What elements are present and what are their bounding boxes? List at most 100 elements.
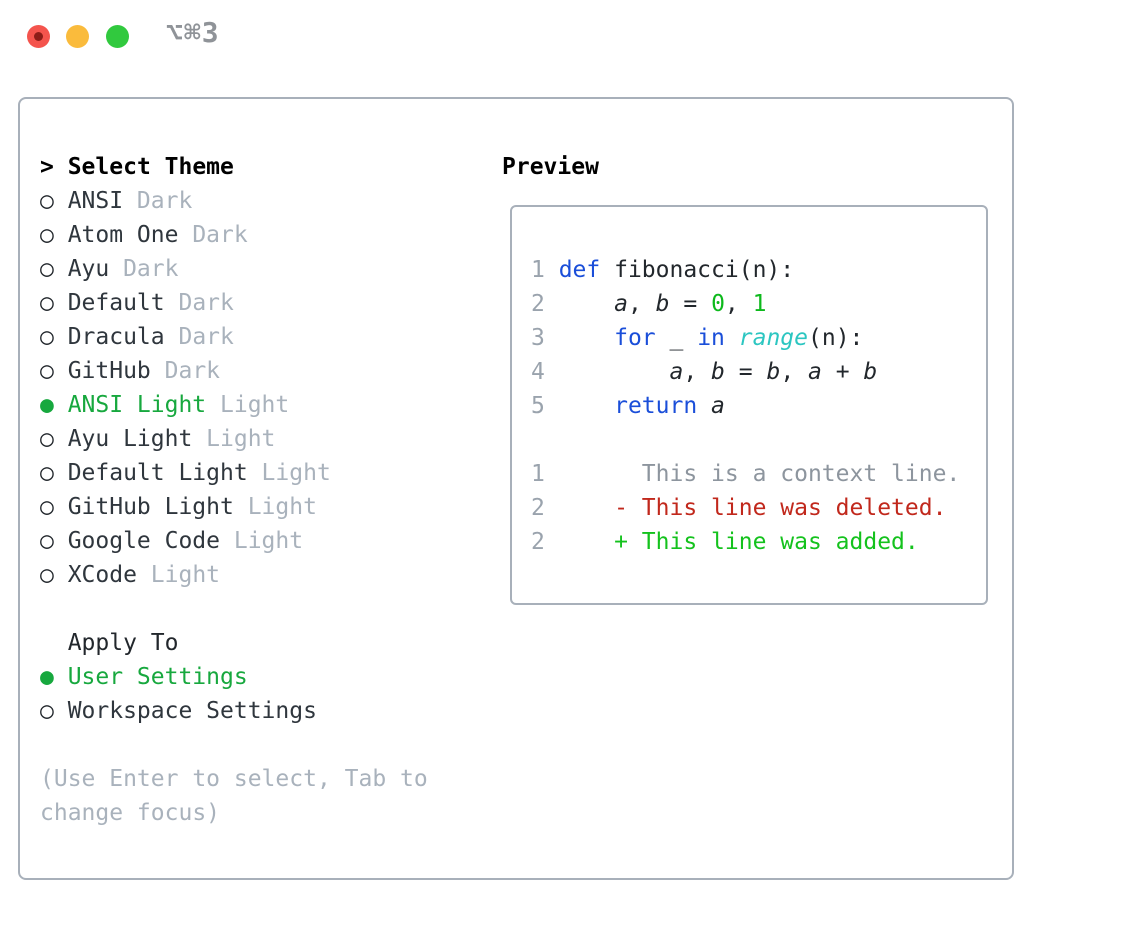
option-label: ANSI Light xyxy=(67,392,207,418)
code-token xyxy=(559,393,614,419)
code-token: + xyxy=(821,359,864,385)
theme-option[interactable]: ○ XCode Light xyxy=(40,558,331,592)
theme-option[interactable]: ○ GitHub Light Light xyxy=(40,490,331,524)
code-token: a xyxy=(711,393,725,419)
code-token: = xyxy=(724,359,767,385)
option-label: GitHub Light xyxy=(67,494,234,520)
minimize-button[interactable] xyxy=(66,25,89,48)
option-variant: Dark xyxy=(178,222,248,248)
code-token: a xyxy=(808,359,822,385)
theme-option[interactable]: ○ GitHub Dark xyxy=(40,354,331,388)
code-token: , xyxy=(683,359,712,385)
code-token: _ xyxy=(655,325,698,351)
option-label: Ayu xyxy=(67,256,110,282)
code-line: 1 def fibonacci(n): xyxy=(531,253,986,287)
indent-spacer xyxy=(40,626,68,660)
radio-unselected-icon: ○ xyxy=(40,290,68,316)
option-variant: Light xyxy=(206,392,290,418)
code-token xyxy=(545,529,614,555)
code-token: b xyxy=(766,359,781,385)
theme-option[interactable]: ○ Google Code Light xyxy=(40,524,331,558)
theme-option[interactable]: ○ ANSI Dark xyxy=(40,184,331,218)
theme-option[interactable]: ○ Default Dark xyxy=(40,286,331,320)
code-token xyxy=(725,325,739,351)
option-label: GitHub xyxy=(67,358,151,384)
radio-unselected-icon: ○ xyxy=(40,222,68,248)
code-line: 3 for _ in range(n): xyxy=(531,321,986,355)
radio-unselected-icon: ○ xyxy=(40,358,68,384)
radio-unselected-icon: ○ xyxy=(40,494,68,520)
option-label: XCode xyxy=(67,562,137,588)
apply-to-option[interactable]: ○ Workspace Settings xyxy=(40,694,317,728)
code-token: , xyxy=(780,359,809,385)
code-token: - This line was deleted. xyxy=(614,495,947,521)
code-token xyxy=(559,325,614,351)
code-token: 1 xyxy=(531,461,545,487)
radio-unselected-icon: ○ xyxy=(40,256,68,282)
radio-unselected-icon: ○ xyxy=(40,698,68,724)
option-label: Workspace Settings xyxy=(67,698,317,724)
code-token: fibonacci(n): xyxy=(600,257,795,283)
radio-unselected-icon: ○ xyxy=(40,324,68,350)
code-token: b xyxy=(863,359,878,385)
code-line: 5 return a xyxy=(531,389,986,423)
help-text-line: change focus) xyxy=(40,800,221,826)
code-token: , xyxy=(724,291,753,317)
option-label: Google Code xyxy=(67,528,221,554)
code-token: , xyxy=(627,291,656,317)
code-token: in xyxy=(697,325,725,351)
theme-option[interactable]: ○ Atom One Dark xyxy=(40,218,331,252)
radio-unselected-icon: ○ xyxy=(40,188,68,214)
theme-option[interactable]: ○ Dracula Dark xyxy=(40,320,331,354)
option-variant: Light xyxy=(220,528,304,554)
theme-option[interactable]: ○ Default Light Light xyxy=(40,456,331,490)
close-button[interactable] xyxy=(27,25,50,48)
code-token xyxy=(545,461,642,487)
apply-to-title: Apply To xyxy=(67,630,179,656)
theme-selector-panel: > Select Theme ○ ANSI Dark○ Atom One Dar… xyxy=(18,97,1014,880)
apply-to-header: Apply To xyxy=(40,626,317,660)
code-token: 3 xyxy=(531,325,559,351)
code-token: = xyxy=(669,291,712,317)
theme-list-header: > Select Theme xyxy=(40,150,331,184)
option-variant: Dark xyxy=(150,358,221,384)
theme-list-title: Select Theme xyxy=(67,154,234,180)
code-token: 2 xyxy=(531,291,559,317)
option-variant: Light xyxy=(233,494,317,520)
option-label: Dracula xyxy=(67,324,165,350)
code-token: 0 xyxy=(711,291,725,317)
code-token: 1 xyxy=(531,257,559,283)
help-text: (Use Enter to select, Tab to change focus… xyxy=(40,762,428,830)
code-token xyxy=(545,495,614,521)
radio-unselected-icon: ○ xyxy=(40,528,68,554)
option-variant: Light xyxy=(247,460,331,486)
preview-title: Preview xyxy=(502,154,599,180)
code-token: def xyxy=(558,257,601,283)
code-line: 2 + This line was added. xyxy=(531,525,986,559)
apply-to-option[interactable]: ● User Settings xyxy=(40,660,317,694)
zoom-button[interactable] xyxy=(106,25,129,48)
code-line xyxy=(531,423,986,457)
option-label: Default Light xyxy=(67,460,248,486)
theme-option[interactable]: ○ Ayu Light Light xyxy=(40,422,331,456)
code-line: 2 a, b = 0, 1 xyxy=(531,287,986,321)
code-token: for xyxy=(614,325,656,351)
code-token: 1 xyxy=(752,291,767,317)
window-title: ⌥⌘3 xyxy=(166,16,220,49)
theme-option[interactable]: ○ Ayu Dark xyxy=(40,252,331,286)
code-token xyxy=(559,291,614,317)
code-token: 4 xyxy=(531,359,559,385)
code-token: b xyxy=(655,291,670,317)
option-variant: Dark xyxy=(164,290,234,316)
option-variant: Light xyxy=(136,562,221,588)
option-variant: Dark xyxy=(164,324,234,350)
code-token xyxy=(697,393,711,419)
option-variant: Light xyxy=(192,426,276,452)
theme-option[interactable]: ● ANSI Light Light xyxy=(40,388,331,422)
code-token: 5 xyxy=(531,393,559,419)
title-bar: ⌥⌘3 xyxy=(0,0,1140,72)
help-text-line: (Use Enter to select, Tab to xyxy=(40,766,428,792)
code-token xyxy=(559,359,670,385)
